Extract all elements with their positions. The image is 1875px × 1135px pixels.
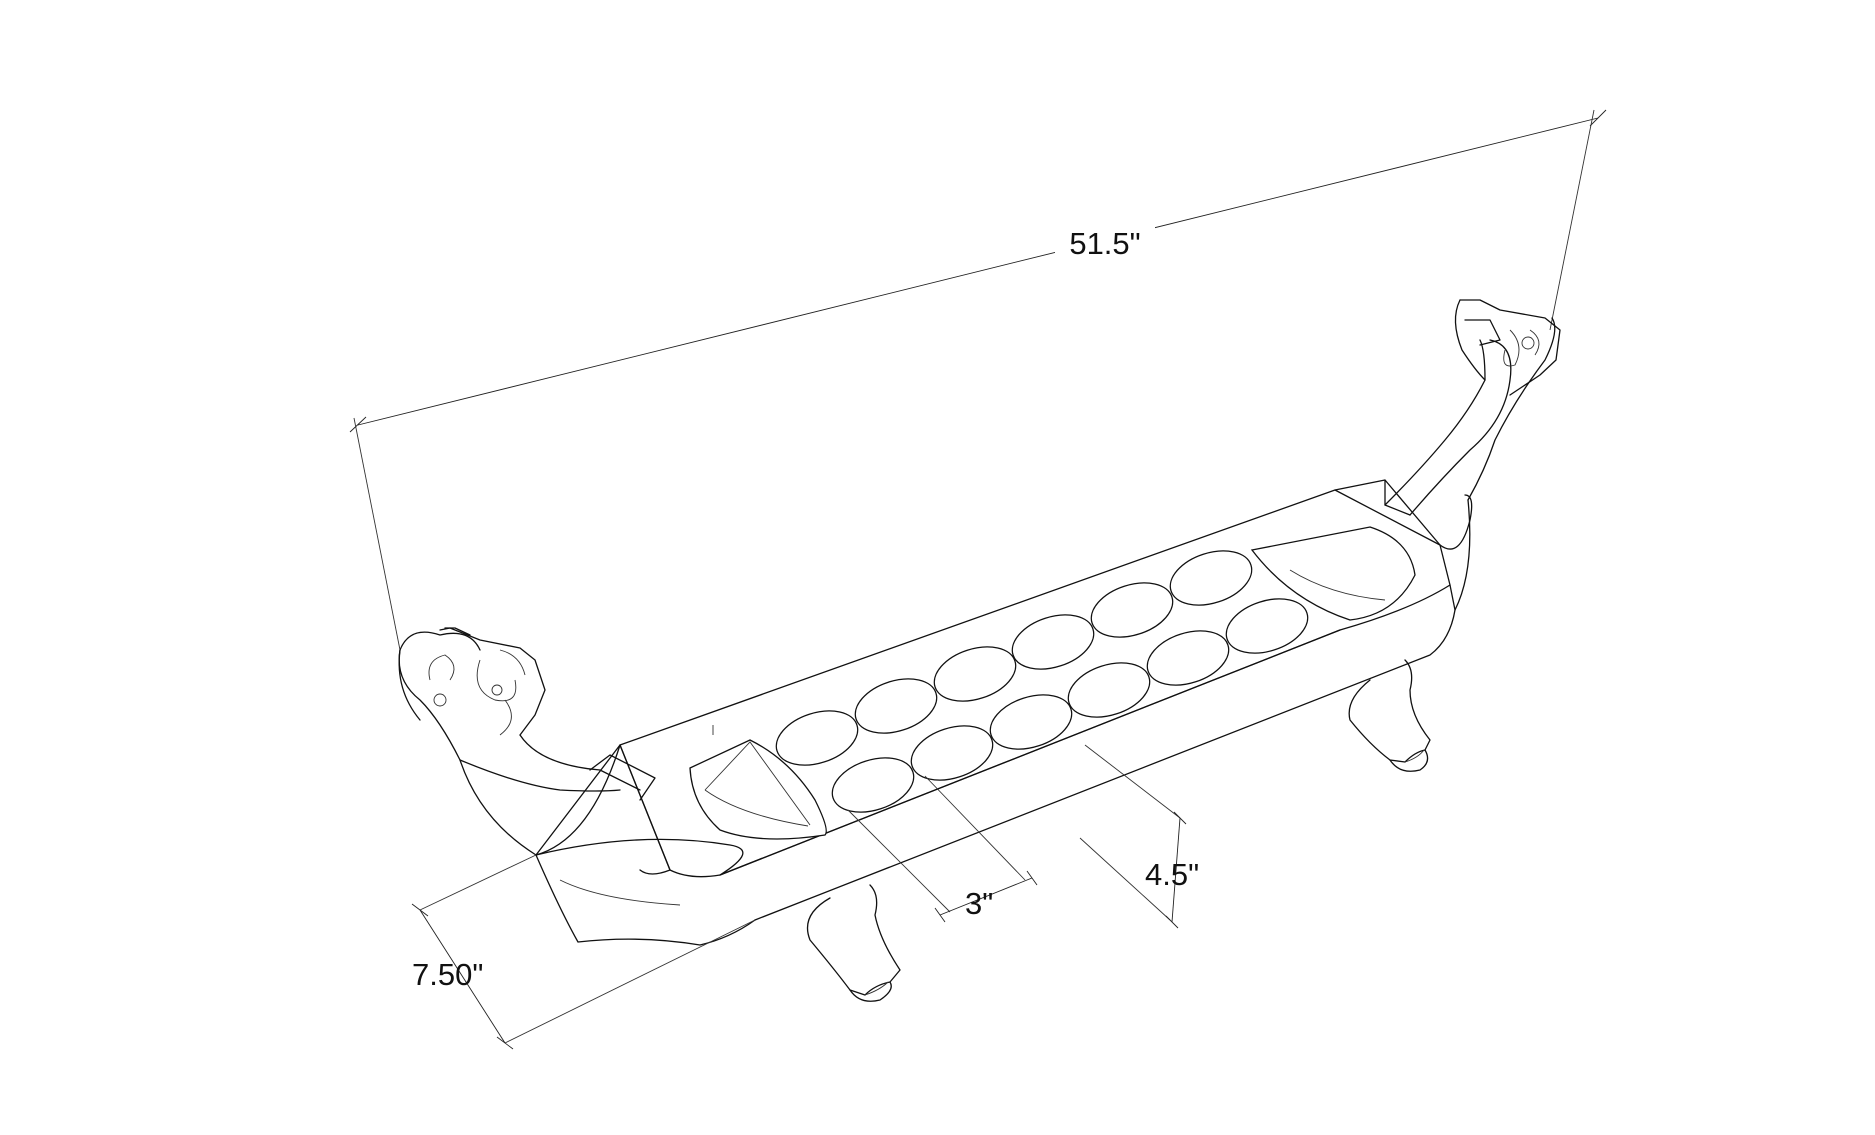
pit-row-back (775, 550, 1253, 766)
pit-spacing-dimension: 4.5" (1079, 744, 1199, 929)
pit-spacing-label: 4.5" (1145, 857, 1199, 892)
pit-back-4 (1011, 614, 1095, 670)
right-store (1250, 526, 1416, 621)
width-dimension: 7.50" (411, 854, 756, 1050)
left-carved-head (398, 627, 656, 856)
pit-front-3 (989, 694, 1073, 750)
left-store (689, 739, 827, 840)
left-foot (806, 884, 901, 1002)
overall-length-dimension: 51.5" (349, 109, 1607, 651)
pit-front-5 (1146, 630, 1230, 686)
pit-back-1 (775, 710, 859, 766)
right-foot (1348, 659, 1431, 772)
pit-front-1 (831, 757, 915, 813)
pit-front-2 (910, 725, 994, 781)
pit-back-2 (854, 678, 938, 734)
pit-back-6 (1169, 550, 1253, 606)
pit-front-4 (1067, 662, 1151, 718)
right-carved-head (1384, 299, 1561, 516)
pit-diameter-label: 3" (965, 886, 993, 921)
pits (775, 550, 1309, 813)
width-label: 7.50" (412, 957, 483, 992)
pit-front-6 (1225, 598, 1309, 654)
overall-length-label: 51.5" (1069, 226, 1140, 261)
pit-diameter-dimension: 3" (847, 775, 1038, 923)
pit-back-5 (1090, 582, 1174, 638)
pit-back-3 (933, 646, 1017, 702)
pit-row-front (831, 598, 1309, 813)
